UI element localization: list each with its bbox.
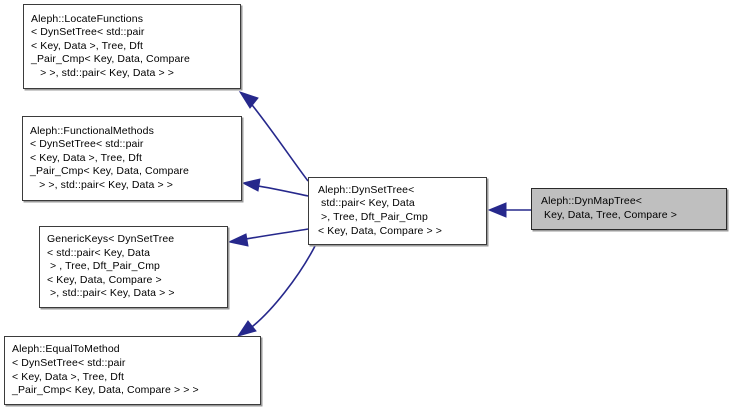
class-node-generic-keys[interactable]: GenericKeys< DynSetTree< std::pair< Key,…	[39, 226, 228, 308]
class-node-functional-methods[interactable]: Aleph::FunctionalMethods< DynSetTree< st…	[22, 116, 242, 201]
edge-dynsettree-to-functionalmethods	[251, 184, 309, 197]
class-node-dyn-map-tree-line-1: Key, Data, Tree, Compare >	[541, 209, 677, 221]
edge-dynsettree-to-equaltomethod	[247, 245, 316, 331]
class-node-generic-keys-line-4: >, std::pair< Key, Data > >	[47, 287, 175, 300]
class-node-dyn-map-tree-line-0: Aleph::DynMapTree<	[541, 195, 643, 208]
class-node-functional-methods-line-3: _Pair_Cmp< Key, Data, Compare	[30, 165, 189, 178]
edge-dynsettree-to-locatefunctions	[247, 99, 309, 182]
class-node-locate-functions-line-4: > >, std::pair< Key, Data > >	[31, 66, 174, 79]
class-node-functional-methods-line-1: < DynSetTree< std::pair	[30, 138, 144, 151]
edge-dynsettree-to-generickeys-arrowhead-icon	[227, 233, 249, 247]
edges-group	[227, 91, 531, 337]
class-node-dyn-set-tree[interactable]: Aleph::DynSetTree< std::pair< Key, Data …	[308, 177, 487, 245]
edge-dynsettree-to-equaltomethod-arrowhead-icon	[236, 320, 257, 337]
class-node-generic-keys-line-0: GenericKeys< DynSetTree	[47, 233, 175, 246]
class-node-dyn-set-tree-line-1: std::pair< Key, Data	[318, 197, 415, 210]
class-node-locate-functions-line-1: < DynSetTree< std::pair	[31, 26, 145, 39]
class-node-locate-functions-line-0: Aleph::LocateFunctions	[31, 12, 144, 25]
class-node-dyn-map-tree[interactable]: Aleph::DynMapTree< Key, Data, Tree, Comp…	[531, 188, 727, 230]
class-node-functional-methods-line-2: < Key, Data >, Tree, Dft	[30, 151, 143, 164]
class-node-equal-to-method-line-0: Aleph::EqualToMethod	[12, 343, 120, 356]
class-node-equal-to-method-line-1: < DynSetTree< std::pair	[12, 356, 126, 369]
class-node-locate-functions-line-2: < Key, Data >, Tree, Dft	[31, 39, 144, 52]
class-node-generic-keys-line-2: > , Tree, Dft_Pair_Cmp	[47, 260, 160, 273]
class-node-equal-to-method-line-3: _Pair_Cmp< Key, Data, Compare > > >	[12, 384, 199, 397]
class-node-dyn-set-tree-line-0: Aleph::DynSetTree<	[318, 183, 415, 196]
edge-dynsettree-to-locatefunctions-arrowhead-icon	[238, 91, 259, 109]
class-node-locate-functions-line-3: _Pair_Cmp< Key, Data, Compare	[31, 53, 190, 66]
class-node-equal-to-method[interactable]: Aleph::EqualToMethod< DynSetTree< std::p…	[4, 336, 261, 405]
edge-dynmaptree-to-dynsettree-arrowhead-icon	[487, 202, 507, 218]
class-node-dyn-set-tree-line-3: < Key, Data, Compare > >	[318, 224, 443, 237]
edge-dynsettree-to-functionalmethods-arrowhead-icon	[241, 178, 261, 192]
class-node-functional-methods-line-0: Aleph::FunctionalMethods	[30, 124, 154, 137]
class-node-locate-functions[interactable]: Aleph::LocateFunctions< DynSetTree< std:…	[23, 4, 241, 89]
class-node-functional-methods-line-4: > >, std::pair< Key, Data > >	[30, 178, 173, 191]
class-node-dyn-set-tree-line-2: >, Tree, Dft_Pair_Cmp	[318, 211, 428, 223]
edge-dynsettree-to-generickeys	[239, 228, 309, 241]
class-node-generic-keys-line-3: < Key, Data, Compare >	[47, 273, 162, 286]
class-node-generic-keys-line-1: < std::pair< Key, Data	[47, 246, 151, 259]
class-node-equal-to-method-line-2: < Key, Data >, Tree, Dft	[12, 370, 125, 383]
